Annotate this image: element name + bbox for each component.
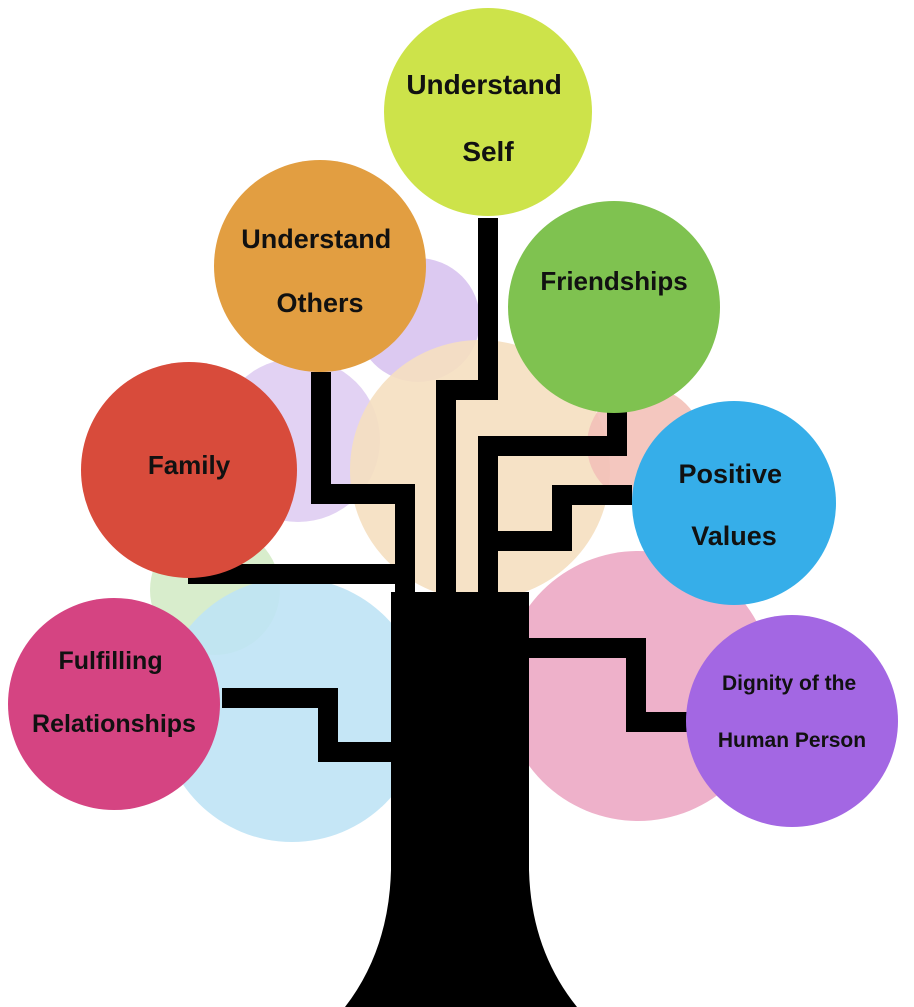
branch-friendships <box>478 398 627 592</box>
branch-dignity <box>528 638 690 732</box>
svg-text:Dignity of the Human P: Dignity of the Human Person <box>718 672 866 752</box>
node-family: Family <box>81 362 297 578</box>
node-label-line: Self <box>462 136 514 167</box>
svg-text:Family: Family <box>148 450 231 480</box>
node-label-line: Friendships <box>540 266 687 296</box>
node-understand-self: Understand Self <box>384 8 592 216</box>
node-label-line: Others <box>276 288 363 318</box>
background-circle-blue <box>160 578 424 842</box>
node-label-line: Dignity of the <box>722 672 856 695</box>
tree-trunk <box>345 592 577 1007</box>
branch-positive-values <box>498 485 632 551</box>
node-fulfilling-relationships: Fulfilling Relationships <box>8 598 220 810</box>
node-label-line: Relationships <box>32 710 196 738</box>
node-label-line: Understand <box>406 69 562 100</box>
node-understand-others: Understand Others <box>214 160 426 372</box>
branch-fulfilling-relationships <box>222 688 392 762</box>
branches <box>188 218 690 762</box>
node-label-line: Understand <box>241 224 391 254</box>
svg-text:Friendships: Friendships <box>540 266 687 296</box>
node-circle <box>508 201 720 413</box>
svg-text:Positive Values: Positive Values <box>678 459 789 551</box>
node-dignity-of-the-human-person: Dignity of the Human Person <box>686 615 898 827</box>
node-label-line: Values <box>691 521 777 551</box>
node-circle <box>632 401 836 605</box>
tree-nodes: Understand Self Understand Others Friend… <box>8 8 898 827</box>
node-friendships: Friendships <box>508 201 720 413</box>
node-circle <box>686 615 898 827</box>
node-positive-values: Positive Values <box>632 401 836 605</box>
svg-text:Fulfilling Relationshi: Fulfilling Relationships <box>32 647 196 738</box>
branch-understand-others <box>311 372 415 592</box>
node-label-line: Positive <box>678 459 782 489</box>
node-circle <box>81 362 297 578</box>
node-circle <box>384 8 592 216</box>
node-circle <box>214 160 426 372</box>
branch-understand-self <box>436 218 498 592</box>
node-label-line: Family <box>148 450 231 480</box>
svg-text:Understand Others: Understand Others <box>241 224 399 318</box>
node-label-line: Human Person <box>718 729 866 752</box>
svg-text:Understand Self: Understand Self <box>406 69 569 167</box>
node-circle <box>8 598 220 810</box>
node-label-line: Fulfilling <box>58 647 162 675</box>
